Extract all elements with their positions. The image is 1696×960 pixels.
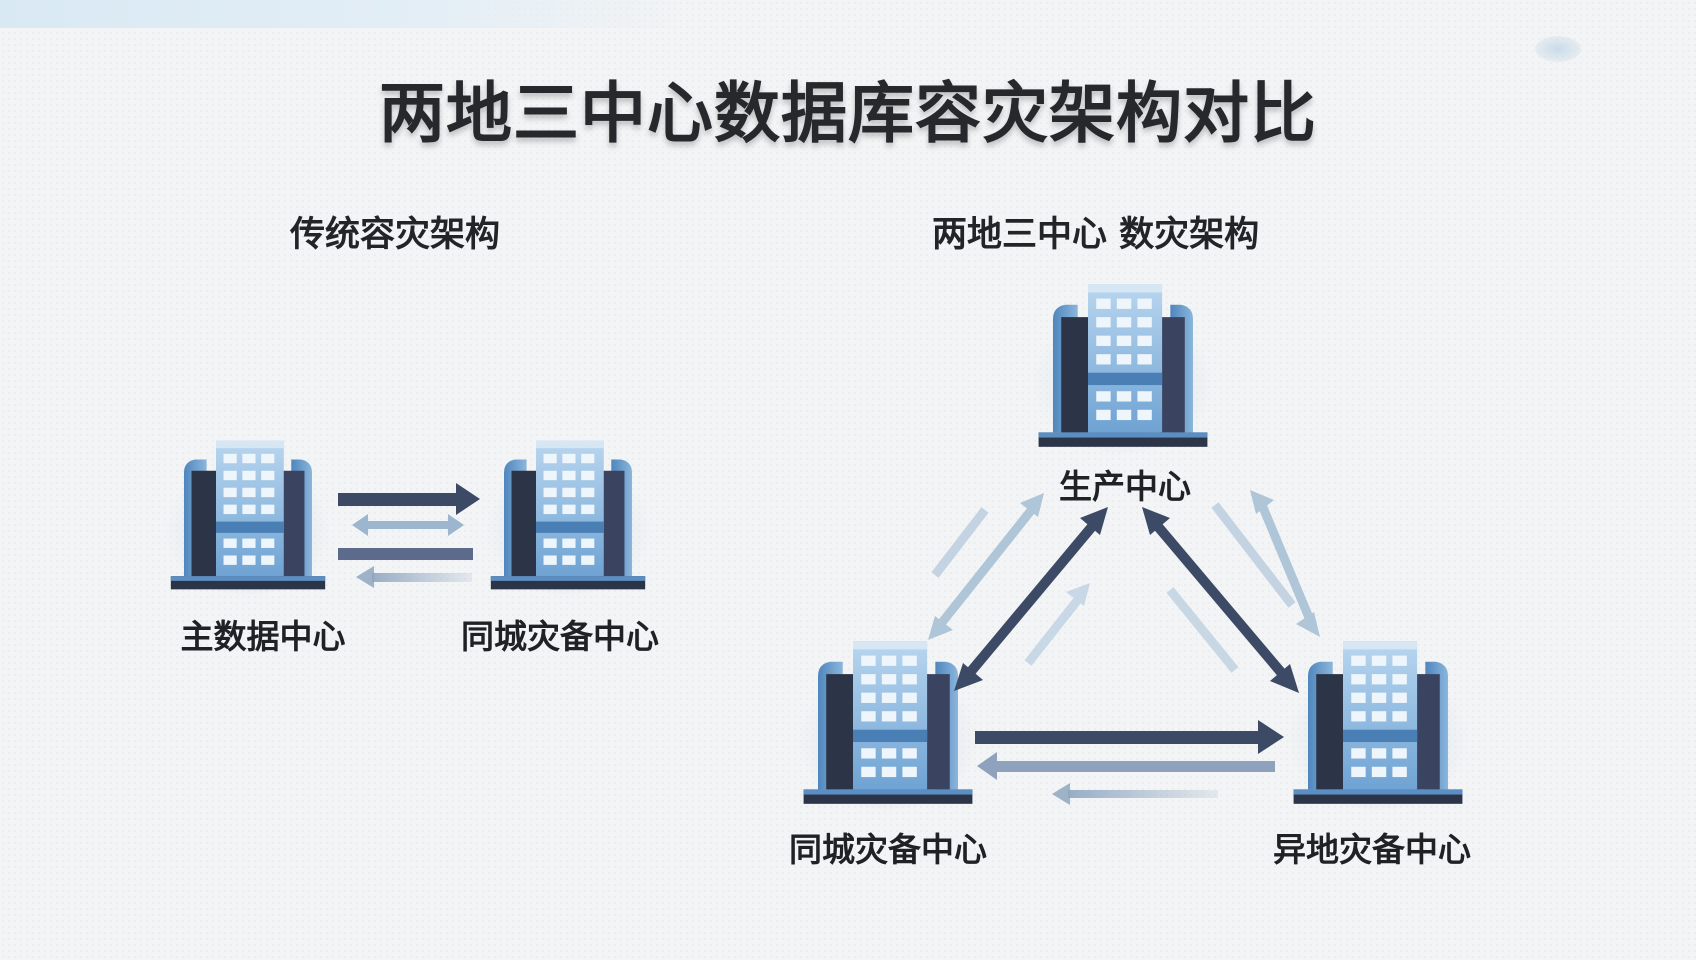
arrow-icon bbox=[977, 752, 1275, 780]
three-center-heading: 两地三中心 数灾架构 bbox=[932, 215, 1260, 255]
double-arrow-icon bbox=[1250, 490, 1320, 637]
arrow-icon bbox=[931, 507, 989, 578]
arrow-icon bbox=[1166, 587, 1239, 673]
double-arrow-icon bbox=[954, 507, 1108, 691]
arrow-icon bbox=[1211, 502, 1296, 608]
arrow-icon bbox=[356, 566, 472, 588]
building-icon bbox=[1030, 284, 1216, 453]
building-icon bbox=[1285, 641, 1471, 810]
building-icon bbox=[163, 440, 333, 595]
page-title: 两地三中心数据库容灾架构对比 bbox=[379, 75, 1317, 152]
traditional-heading: 传统容灾架构 bbox=[290, 215, 501, 255]
double-arrow-icon bbox=[1142, 507, 1299, 693]
arrow-icon bbox=[1024, 583, 1090, 666]
production-center-label: 生产中心 bbox=[1059, 467, 1191, 506]
double-arrow-icon bbox=[928, 493, 1044, 640]
traditional-same-city-label: 同城灾备中心 bbox=[461, 617, 659, 656]
arrow-icon bbox=[1052, 783, 1218, 805]
arrow-icon bbox=[338, 483, 480, 515]
arrow-icon bbox=[338, 548, 473, 560]
remote-center-label: 异地灾备中心 bbox=[1273, 830, 1471, 869]
double-arrow-icon bbox=[352, 514, 464, 536]
arrow-icon bbox=[975, 720, 1284, 754]
top-accent-bar bbox=[0, 0, 700, 28]
building-icon bbox=[795, 641, 981, 810]
same-city-center-label: 同城灾备中心 bbox=[789, 830, 987, 869]
primary-center-label: 主数据中心 bbox=[180, 617, 346, 656]
building-icon bbox=[483, 440, 653, 595]
corner-decoration bbox=[1535, 36, 1581, 62]
